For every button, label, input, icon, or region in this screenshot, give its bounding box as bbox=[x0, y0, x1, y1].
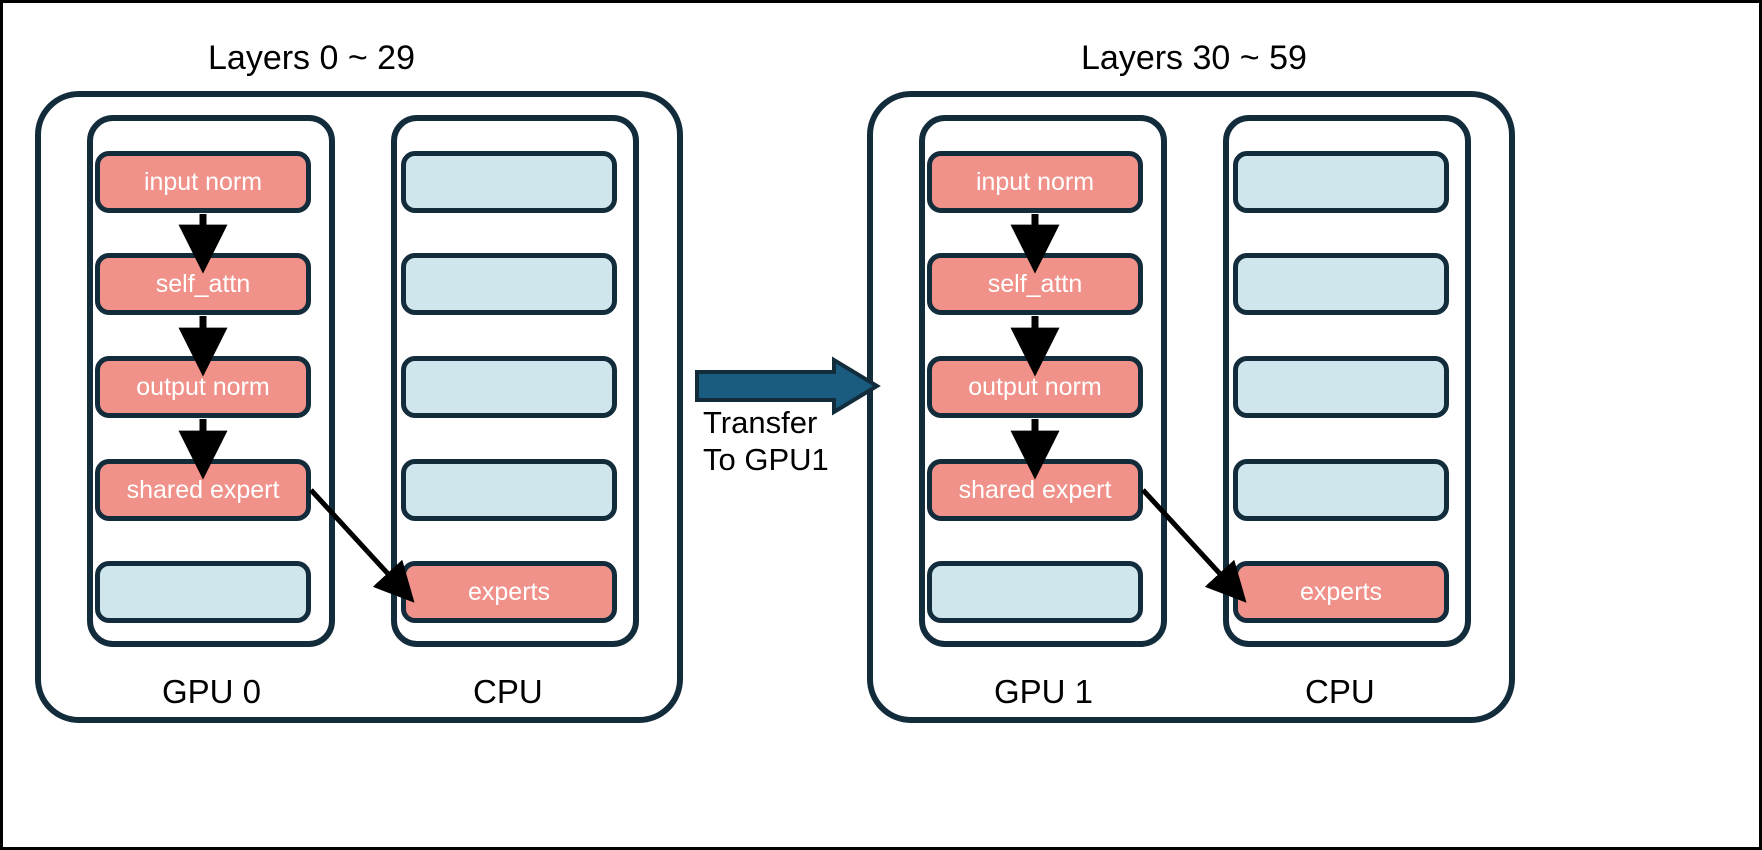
cpu-block-slot3-right[interactable] bbox=[1233, 356, 1449, 418]
gpu-block-input-norm-right[interactable]: input norm bbox=[927, 151, 1143, 213]
gpu-block-output-norm-right[interactable]: output norm bbox=[927, 356, 1143, 418]
diagram-stage: Layers 0 ~ 29 input norm self_attn outpu… bbox=[3, 3, 1759, 847]
gpu-block-empty-left[interactable] bbox=[95, 561, 311, 623]
cpu-block-slot2-left[interactable] bbox=[401, 253, 617, 315]
cpu-block-slot2-right[interactable] bbox=[1233, 253, 1449, 315]
transfer-caption-line2: To GPU1 bbox=[703, 441, 829, 477]
cpu-block-slot4-right[interactable] bbox=[1233, 459, 1449, 521]
cpu-block-slot1-left[interactable] bbox=[401, 151, 617, 213]
gpu-block-empty-right[interactable] bbox=[927, 561, 1143, 623]
gpu-block-self-attn-right[interactable]: self_attn bbox=[927, 253, 1143, 315]
gpu-block-shared-expert-left[interactable]: shared expert bbox=[95, 459, 311, 521]
cpu-block-experts-left[interactable]: experts bbox=[401, 561, 617, 623]
device-label-gpu1: GPU 1 bbox=[994, 673, 1094, 710]
transfer-caption: Transfer To GPU1 bbox=[703, 405, 829, 478]
transfer-caption-line1: Transfer bbox=[703, 405, 818, 440]
device-label-cpu-left: CPU bbox=[473, 673, 543, 710]
panel-title-left: Layers 0 ~ 29 bbox=[208, 39, 415, 77]
gpu-block-input-norm-left[interactable]: input norm bbox=[95, 151, 311, 213]
cpu-block-slot1-right[interactable] bbox=[1233, 151, 1449, 213]
cpu-block-experts-right[interactable]: experts bbox=[1233, 561, 1449, 623]
cpu-block-slot3-left[interactable] bbox=[401, 356, 617, 418]
cpu-block-slot4-left[interactable] bbox=[401, 459, 617, 521]
panel-title-right: Layers 30 ~ 59 bbox=[1081, 39, 1307, 77]
device-label-cpu-right: CPU bbox=[1305, 673, 1375, 710]
gpu-block-output-norm-left[interactable]: output norm bbox=[95, 356, 311, 418]
gpu-block-shared-expert-right[interactable]: shared expert bbox=[927, 459, 1143, 521]
gpu-block-self-attn-left[interactable]: self_attn bbox=[95, 253, 311, 315]
device-label-gpu0: GPU 0 bbox=[162, 673, 262, 710]
